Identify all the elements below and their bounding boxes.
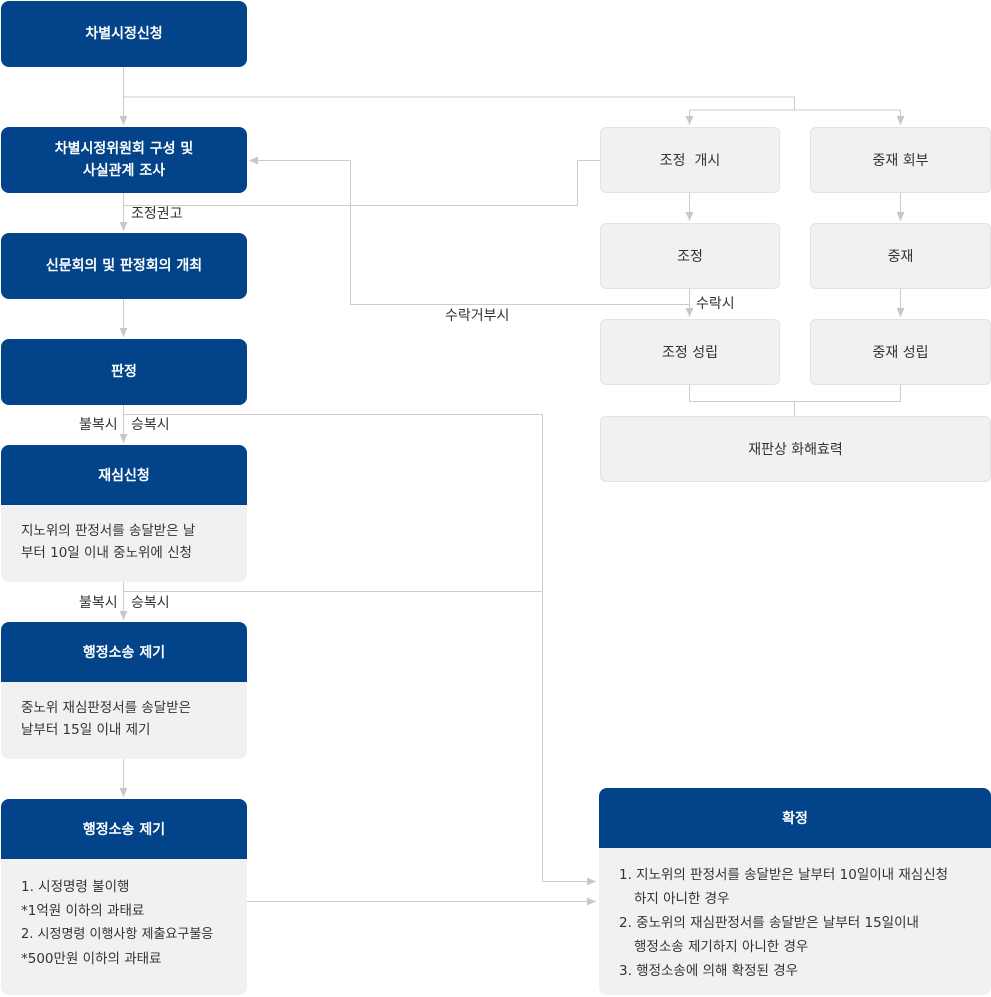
apply-label: 차별시정신청: [85, 26, 163, 42]
lawsuit-1-line-1: 중노위 재심판정서를 송달받은: [21, 700, 192, 716]
settlement-label: 재판상 화해효력: [748, 442, 843, 458]
final-card: 확정 1. 지노위의 판정서를 송달받은 날부터 10일이내 재심신청 하지 아…: [599, 788, 991, 995]
lawsuit-2-line-2: *1억원 이하의 과태료: [21, 903, 145, 919]
final-title: 확정: [599, 788, 991, 848]
med-done-label: 조정 성립: [662, 345, 718, 361]
final-body: 1. 지노위의 판정서를 송달받은 날부터 10일이내 재심신청 하지 아니한 …: [599, 848, 991, 983]
final-item-2-line-2: 행정소송 제기하지 아니한 경우: [634, 939, 809, 955]
committee-box: 차별시정위원회 구성 및 사실관계 조사: [1, 127, 247, 193]
branch-line: [123, 96, 901, 111]
lawsuit-2-title: 행정소송 제기: [1, 799, 247, 859]
arb-done-label: 중재 성립: [872, 345, 929, 361]
mediation-label: 조정: [677, 249, 703, 265]
label-win-2: 승복시: [131, 595, 170, 611]
label-accept: 수락시: [696, 296, 735, 312]
committee-label-2: 사실관계 조사: [82, 163, 166, 179]
label-dissent-1: 불복시: [79, 417, 118, 433]
decision-label: 판정: [111, 364, 137, 380]
lawsuit-2-line-1: 1. 시정명령 불이행: [21, 879, 130, 895]
arb-reply-label: 중재 회부: [872, 153, 929, 169]
final-item-3: 3. 행정소송에 의해 확정된 경우: [619, 963, 799, 979]
arb-reply-box: 중재 회부: [810, 127, 991, 193]
arb-done-box: 중재 성립: [810, 319, 991, 385]
lawsuit-1-title: 행정소송 제기: [1, 622, 247, 682]
mediation-box: 조정: [600, 223, 780, 289]
arbitration-label: 중재: [887, 249, 914, 265]
final-item-2-line-1: 2. 중노위의 재심판정서를 송달받은 날부터 15일이내: [619, 915, 919, 931]
label-reject: 수락거부시: [445, 308, 510, 324]
settlement-box: 재판상 화해효력: [600, 416, 991, 482]
final-item-1-line-1: 1. 지노위의 판정서를 송달받은 날부터 10일이내 재심신청: [619, 867, 949, 883]
label-win-1: 승복시: [131, 417, 170, 433]
decision-box: 판정: [1, 339, 247, 405]
lawsuit-1-line-2: 날부터 15일 이내 제기: [21, 722, 151, 738]
med-done-box: 조정 성립: [600, 319, 780, 385]
lawsuit-2-line-3: 2. 시정명령 이행사항 제출요구불응: [21, 927, 214, 942]
arbitration-box: 중재: [810, 223, 991, 289]
review-line-2: 부터 10일 이내 중노위에 신청: [21, 545, 192, 561]
med-start-box: 조정 개시: [600, 127, 780, 193]
lawsuit-card-1: 행정소송 제기 중노위 재심판정서를 송달받은 날부터 15일 이내 제기: [1, 622, 247, 759]
hearing-label: 신문회의 및 판정회의 개최: [45, 258, 203, 274]
win-line-1: [123, 414, 596, 886]
reject-feedback: [249, 156, 690, 305]
final-item-1-line-2: 하지 아니한 경우: [634, 891, 730, 907]
review-card: 재심신청 지노위의 판정서를 송달받은 날 부터 10일 이내 중노위에 신청: [1, 445, 247, 582]
hearing-box: 신문회의 및 판정회의 개최: [1, 233, 247, 299]
med-start-label: 조정 개시: [659, 153, 721, 169]
apply-box: 차별시정신청: [1, 1, 247, 67]
label-adjust-advice: 조정권고: [131, 206, 183, 222]
join-settlement: [689, 385, 901, 416]
lawsuit-1-body: 중노위 재심판정서를 송달받은 날부터 15일 이내 제기: [1, 682, 247, 755]
committee-label-1: 차별시정위원회 구성 및: [54, 141, 194, 157]
lawsuit-card-2: 행정소송 제기 1. 시정명령 불이행 *1억원 이하의 과태료 2. 시정명령…: [1, 799, 247, 995]
label-dissent-2: 불복시: [79, 595, 118, 611]
lawsuit-2-body: 1. 시정명령 불이행 *1억원 이하의 과태료 2. 시정명령 이행사항 제출…: [1, 859, 247, 985]
review-line-1: 지노위의 판정서를 송달받은 날: [21, 523, 196, 539]
review-title: 재심신청: [1, 445, 247, 505]
review-body: 지노위의 판정서를 송달받은 날 부터 10일 이내 중노위에 신청: [1, 505, 247, 578]
lawsuit-2-line-4: *500만원 이하의 과태료: [21, 951, 162, 967]
